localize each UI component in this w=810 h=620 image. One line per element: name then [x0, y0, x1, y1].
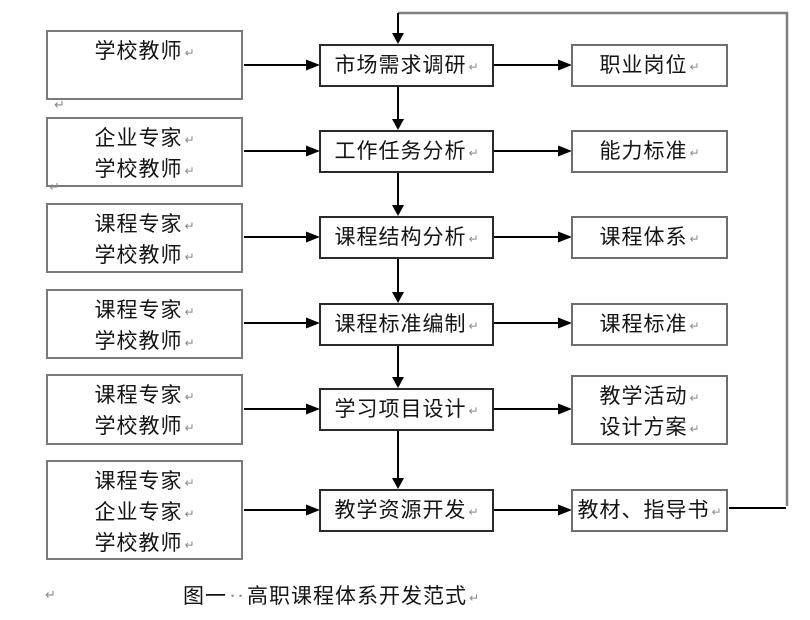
return-mark: ↵: [469, 591, 480, 605]
arrowhead-right-icon: [306, 231, 320, 243]
process-box-4: 课程标准编制↵: [319, 303, 494, 346]
return-mark: ↵: [184, 476, 195, 490]
box-text-line: 课程专家↵: [94, 469, 195, 493]
return-mark: ↵: [468, 146, 479, 160]
participants-box-2: 企业专家↵ 学校教师↵: [46, 117, 243, 187]
process-box-1: 市场需求调研↵: [319, 44, 494, 87]
output-box-3: 课程体系↵: [571, 216, 728, 259]
return-mark: ↵: [689, 391, 700, 405]
return-mark: ↵: [689, 146, 700, 160]
arrowhead-right-icon: [558, 504, 572, 516]
return-mark: ↵: [184, 538, 195, 552]
process-box-5: 学习项目设计↵: [319, 388, 494, 431]
box-text-line: 工作任务分析↵: [334, 139, 479, 163]
arrowhead-down-icon: [392, 292, 404, 303]
return-mark: ↵: [468, 505, 479, 519]
paragraph-mark: ↵: [54, 98, 65, 113]
output-box-5: 教学活动↵ 设计方案↵: [571, 375, 728, 445]
box-text-line: 课程标准↵: [599, 312, 700, 336]
return-mark: ↵: [689, 232, 700, 246]
return-mark: ↵: [184, 164, 195, 178]
box-text-line: 企业专家↵: [94, 126, 195, 150]
process-box-6: 教学资源开发↵: [319, 489, 494, 532]
box-text-line: 企业专家↵: [94, 500, 195, 524]
arrowhead-right-icon: [306, 403, 320, 415]
box-text-line: 学校教师↵: [94, 531, 195, 555]
return-mark: ↵: [184, 133, 195, 147]
arrowhead-down-icon: [392, 205, 404, 216]
arrowhead-down-icon: [392, 119, 404, 130]
arrowhead-right-icon: [306, 59, 320, 71]
participants-box-6: 课程专家↵ 企业专家↵ 学校教师↵: [46, 460, 243, 560]
caption-title: 高职课程体系开发范式: [247, 584, 467, 608]
box-text-line: 课程专家↵: [94, 212, 195, 236]
box-text-line: 学校教师↵: [94, 243, 195, 267]
output-box-4: 课程标准↵: [571, 303, 728, 346]
box-text-line: 课程专家↵: [94, 383, 195, 407]
return-mark: ↵: [468, 232, 479, 246]
arrowhead-down-icon: [392, 33, 404, 44]
return-mark: ↵: [184, 219, 195, 233]
box-text-line: 课程体系↵: [599, 225, 700, 249]
box-text-line: 课程专家↵: [94, 298, 195, 322]
caption-label: 图一: [183, 584, 227, 608]
box-text-line: 设计方案↵: [599, 415, 700, 439]
arrowhead-right-icon: [558, 317, 572, 329]
return-mark: ↵: [184, 305, 195, 319]
paragraph-mark: ↵: [45, 588, 56, 603]
arrowhead-down-icon: [392, 377, 404, 388]
return-mark: ↵: [711, 505, 722, 519]
box-text-line: 能力标准↵: [599, 139, 700, 163]
return-mark: ↵: [184, 336, 195, 350]
arrowhead-right-icon: [558, 145, 572, 157]
return-mark: ↵: [689, 422, 700, 436]
feedback-loop-line: [398, 11, 789, 506]
space-marks: ··: [229, 584, 245, 608]
box-text-line: 课程标准编制↵: [334, 312, 479, 336]
return-mark: ↵: [184, 46, 195, 60]
participants-box-4: 课程专家↵ 学校教师↵: [46, 289, 243, 359]
participants-box-3: 课程专家↵ 学校教师↵: [46, 203, 243, 273]
box-text-line: 学校教师↵: [94, 39, 195, 63]
box-text-line: 学校教师↵: [94, 157, 195, 181]
participants-box-1: 学校教师↵: [46, 30, 243, 100]
output-box-6: 教材、指导书↵: [571, 489, 728, 532]
output-box-1: 职业岗位↵: [571, 44, 728, 87]
return-mark: ↵: [689, 60, 700, 74]
paragraph-mark: ↵: [49, 180, 60, 195]
return-mark: ↵: [468, 404, 479, 418]
box-text-line: 职业岗位↵: [599, 53, 700, 77]
return-mark: ↵: [184, 421, 195, 435]
figure-caption: 图一··高职课程体系开发范式↵: [183, 582, 479, 613]
arrowhead-right-icon: [306, 504, 320, 516]
box-text-line: 课程结构分析↵: [334, 225, 479, 249]
arrowhead-right-icon: [558, 403, 572, 415]
box-text-line: 学习项目设计↵: [334, 397, 479, 421]
process-box-3: 课程结构分析↵: [319, 216, 494, 259]
box-text-line: 市场需求调研↵: [334, 53, 479, 77]
arrowhead-right-icon: [306, 145, 320, 157]
return-mark: ↵: [184, 507, 195, 521]
box-text-line: 学校教师↵: [94, 329, 195, 353]
arrowhead-right-icon: [558, 59, 572, 71]
return-mark: ↵: [184, 390, 195, 404]
arrowhead-right-icon: [306, 317, 320, 329]
output-box-2: 能力标准↵: [571, 130, 728, 173]
return-mark: ↵: [468, 319, 479, 333]
box-text-line: 教学资源开发↵: [334, 498, 479, 522]
participants-box-5: 课程专家↵ 学校教师↵: [46, 374, 243, 445]
box-text-line: 学校教师↵: [94, 414, 195, 438]
box-text-line: 教学活动↵: [599, 384, 700, 408]
return-mark: ↵: [689, 319, 700, 333]
arrowhead-right-icon: [558, 231, 572, 243]
process-box-2: 工作任务分析↵: [319, 130, 494, 173]
arrowhead-down-icon: [392, 478, 404, 489]
return-mark: ↵: [184, 250, 195, 264]
return-mark: ↵: [468, 60, 479, 74]
box-text-line: 教材、指导书↵: [577, 498, 722, 522]
